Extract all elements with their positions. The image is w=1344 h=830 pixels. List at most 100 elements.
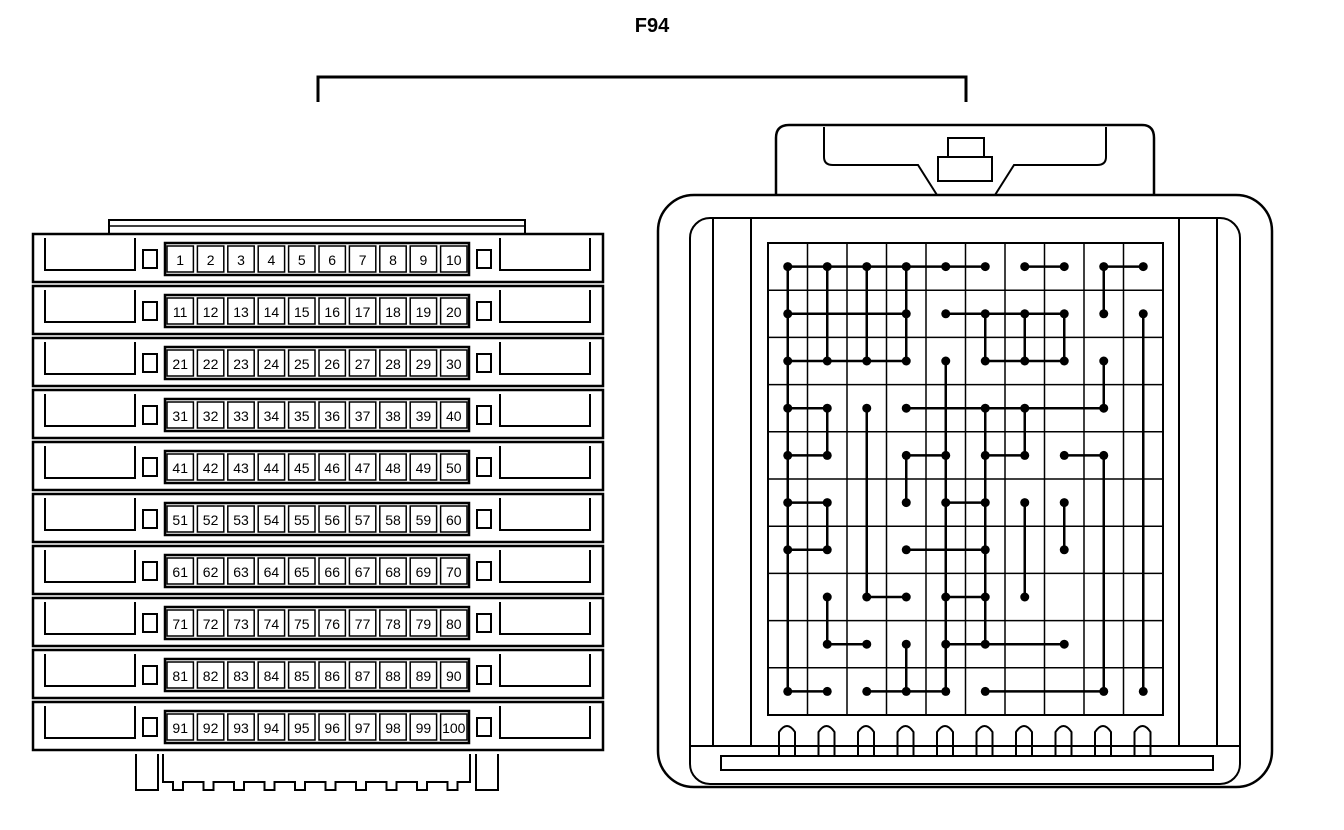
pin-cell bbox=[439, 349, 468, 377]
pin-number: 35 bbox=[294, 408, 310, 424]
right-connector bbox=[656, 123, 1274, 789]
pin-cell bbox=[439, 609, 468, 637]
pin-cell bbox=[439, 453, 468, 481]
pin-number: 68 bbox=[385, 564, 401, 580]
pin-cell bbox=[196, 505, 225, 533]
row-latch-right bbox=[499, 342, 591, 375]
pin-number: 20 bbox=[446, 304, 462, 320]
row-frame bbox=[31, 544, 605, 596]
pin-number: 19 bbox=[416, 304, 432, 320]
pin-cell bbox=[257, 349, 286, 377]
row-frame bbox=[31, 648, 605, 700]
pin-number: 71 bbox=[172, 616, 188, 632]
wire-node bbox=[1020, 450, 1030, 460]
wire-node bbox=[783, 545, 793, 555]
row-latch-left bbox=[44, 394, 136, 427]
row-frame bbox=[31, 388, 605, 440]
pin-number: 40 bbox=[446, 408, 462, 424]
pin-cell bbox=[166, 349, 195, 377]
wire-node bbox=[1020, 309, 1030, 319]
pin-cell bbox=[379, 557, 407, 585]
wire-node bbox=[901, 545, 911, 555]
row-frame bbox=[31, 440, 605, 492]
pin-cell bbox=[287, 349, 316, 377]
pin-number: 38 bbox=[385, 408, 401, 424]
pin-cell bbox=[318, 713, 347, 741]
row-latch-left bbox=[44, 498, 136, 531]
pin-number: 22 bbox=[203, 356, 219, 372]
row-lock-left bbox=[142, 561, 158, 581]
pin-number: 48 bbox=[385, 460, 401, 476]
pin-number: 41 bbox=[172, 460, 188, 476]
pin-number: 3 bbox=[237, 252, 245, 268]
pin-number: 10 bbox=[446, 252, 462, 268]
wire-traces bbox=[783, 262, 1148, 696]
row-latch-right bbox=[499, 498, 591, 531]
pin-number: 15 bbox=[294, 304, 310, 320]
pin-cell bbox=[227, 557, 255, 585]
pin-cell bbox=[348, 661, 377, 689]
pin-cell bbox=[196, 661, 225, 689]
wire-node bbox=[783, 498, 793, 508]
pin-cell bbox=[257, 245, 286, 273]
cavity-grid bbox=[767, 242, 1164, 716]
row-latch-left bbox=[44, 602, 136, 635]
seal-slot bbox=[1133, 725, 1152, 756]
row-lock-right bbox=[476, 405, 492, 425]
wire-node bbox=[783, 309, 793, 319]
wire-node bbox=[941, 639, 951, 649]
row-latch-left bbox=[44, 550, 136, 583]
row-latch-left bbox=[44, 446, 136, 479]
row-latch-right bbox=[499, 238, 591, 271]
pin-cell bbox=[227, 401, 255, 429]
pin-cell bbox=[348, 505, 377, 533]
seal-slot bbox=[1094, 725, 1112, 756]
pin-cell bbox=[287, 713, 316, 741]
pin-number: 57 bbox=[355, 512, 371, 528]
row-latch-right bbox=[499, 654, 591, 687]
pin-number: 16 bbox=[324, 304, 340, 320]
row-frame bbox=[31, 700, 605, 752]
pin-number: 9 bbox=[420, 252, 428, 268]
pin-number: 95 bbox=[294, 720, 310, 736]
pin-cell bbox=[287, 661, 316, 689]
seal-slot bbox=[975, 725, 994, 756]
row-latch-right bbox=[499, 706, 591, 739]
pin-number: 44 bbox=[264, 460, 280, 476]
pin-cell bbox=[257, 713, 286, 741]
wire-node bbox=[1059, 356, 1069, 366]
pin-number: 65 bbox=[294, 564, 310, 580]
pin-cell bbox=[409, 713, 438, 741]
side-rail-left bbox=[712, 217, 752, 747]
pin-cell bbox=[166, 505, 195, 533]
pin-cell bbox=[409, 349, 438, 377]
pin-number: 77 bbox=[355, 616, 371, 632]
pin-cell bbox=[409, 453, 438, 481]
pin-number: 87 bbox=[355, 668, 371, 684]
row-latch-right bbox=[499, 290, 591, 323]
pin-cell bbox=[379, 661, 407, 689]
bottom-strip bbox=[720, 755, 1214, 771]
wire-node bbox=[1059, 639, 1069, 649]
pin-box bbox=[163, 605, 471, 641]
pin-number: 52 bbox=[203, 512, 219, 528]
row-lock-right bbox=[476, 353, 492, 373]
pin-cell bbox=[227, 297, 255, 325]
wire-node bbox=[941, 592, 951, 602]
pin-number: 60 bbox=[446, 512, 462, 528]
wire-node bbox=[901, 356, 911, 366]
pin-cell bbox=[166, 557, 195, 585]
pin-cell bbox=[439, 505, 468, 533]
pin-cell bbox=[287, 557, 316, 585]
wire-node bbox=[783, 450, 793, 460]
pin-number: 47 bbox=[355, 460, 371, 476]
pin-cell bbox=[348, 557, 377, 585]
wire-node bbox=[1020, 403, 1030, 413]
pin-number: 5 bbox=[298, 252, 306, 268]
wire-node bbox=[1138, 309, 1148, 319]
pin-cell bbox=[379, 297, 407, 325]
row-lock-right bbox=[476, 665, 492, 685]
